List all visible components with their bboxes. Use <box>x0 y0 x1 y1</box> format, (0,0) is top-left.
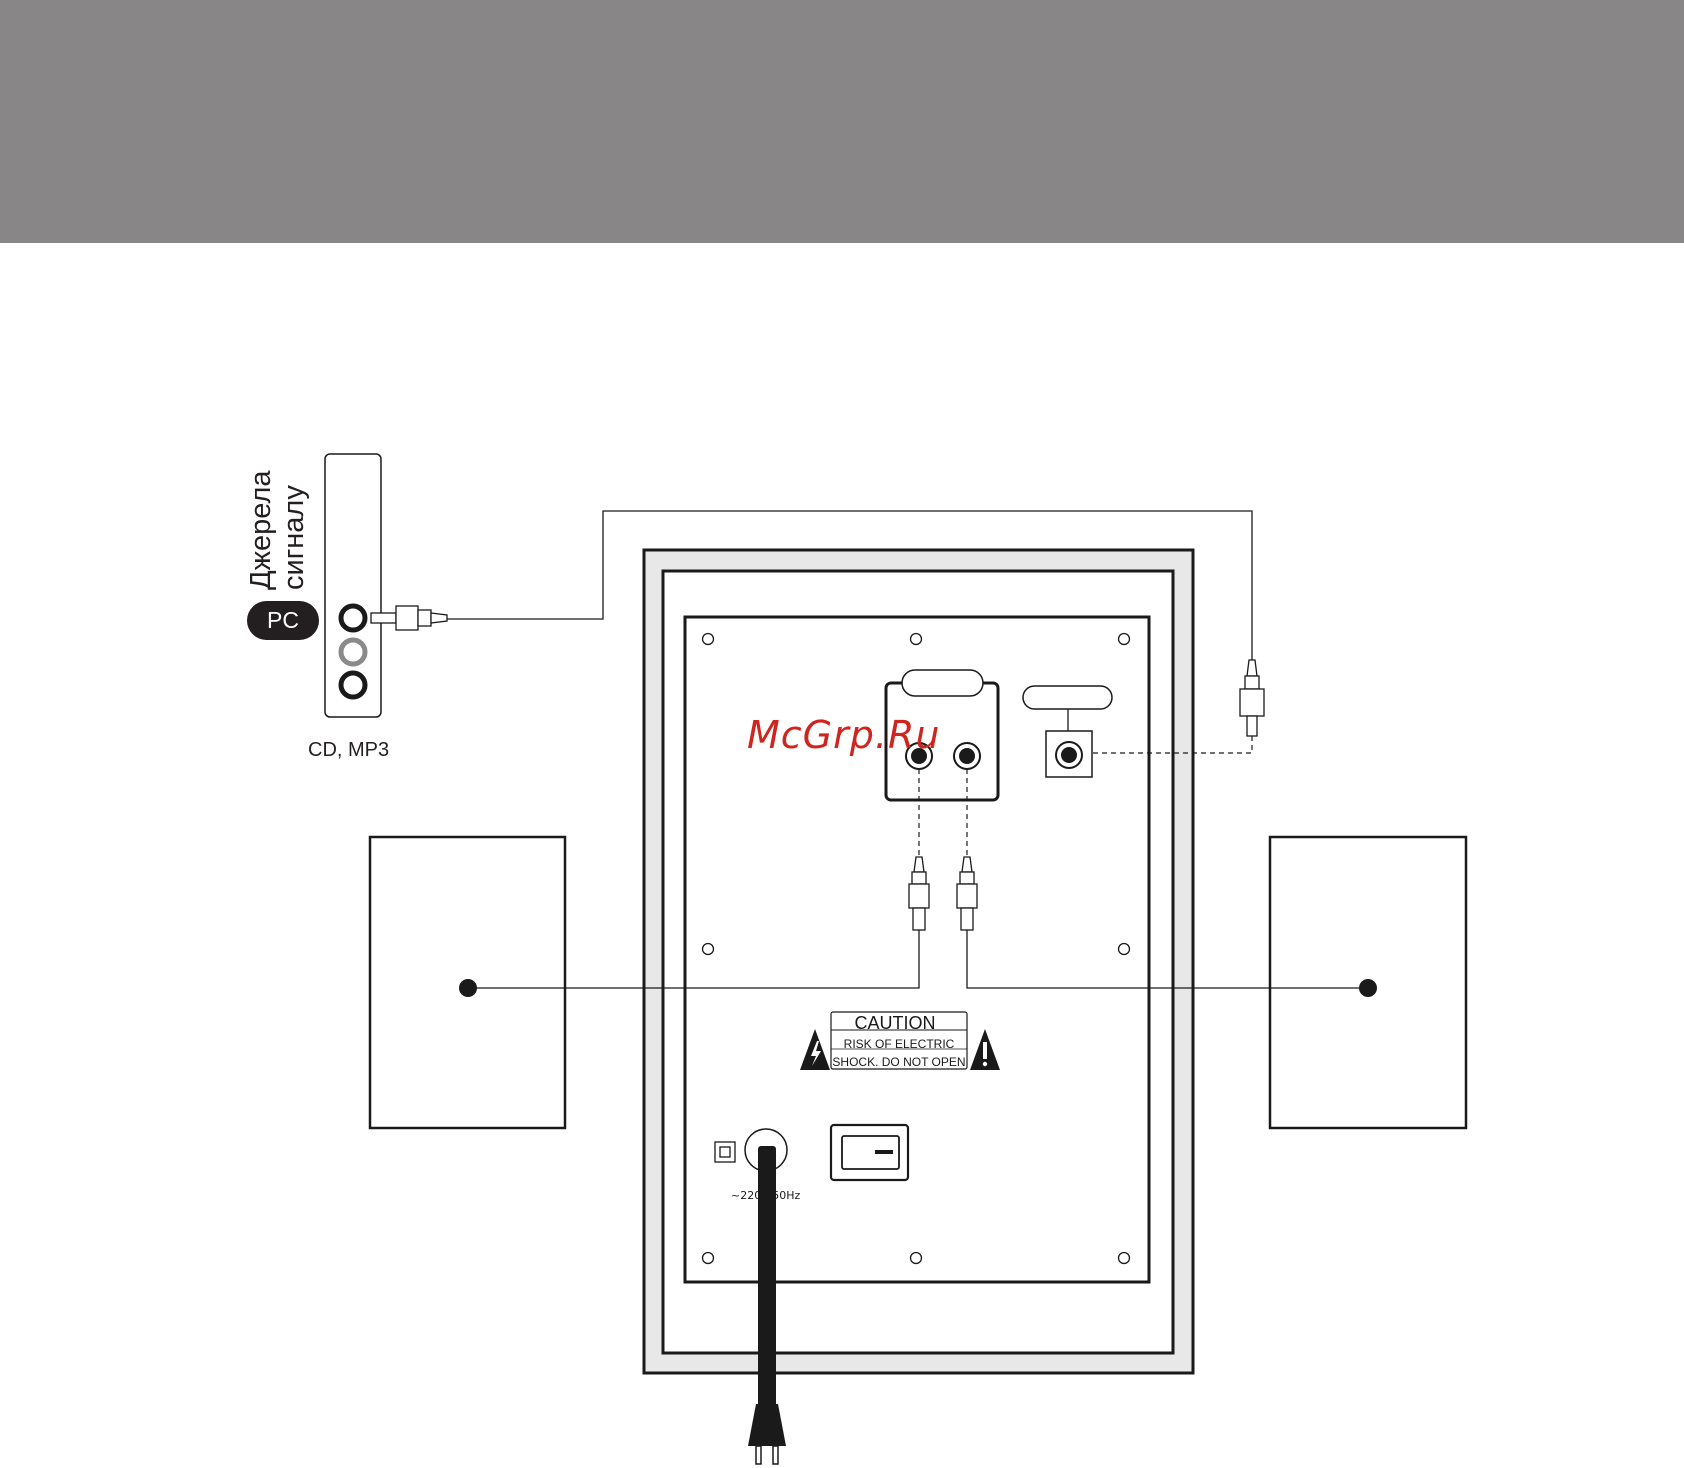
power-cord <box>758 1146 776 1408</box>
source-label-line1: Джерела <box>245 470 277 590</box>
caution-line1: RISK OF ELECTRIC <box>844 1037 955 1051</box>
speaker-output-label-plate <box>902 670 983 696</box>
caution-title: CAUTION <box>855 1013 936 1033</box>
input-rca-plug-icon <box>1240 660 1264 736</box>
caution-line2: SHOCK. DO NOT OPEN <box>832 1055 965 1069</box>
source-rca-plug-icon <box>371 606 447 630</box>
source-device: PC Джерела сигналу CD, MP3 <box>245 454 389 761</box>
watermark: McGrp.Ru <box>747 713 940 757</box>
source-device-body <box>325 454 381 717</box>
source-label-line2: сигналу <box>278 485 310 590</box>
double-insulation-icon <box>715 1142 735 1162</box>
input-label-plate <box>1023 686 1112 709</box>
mains-plug-icon <box>748 1404 786 1464</box>
device-caption: CD, MP3 <box>308 739 389 761</box>
pc-badge-label: PC <box>267 607 299 633</box>
power-switch-icon <box>831 1125 908 1180</box>
